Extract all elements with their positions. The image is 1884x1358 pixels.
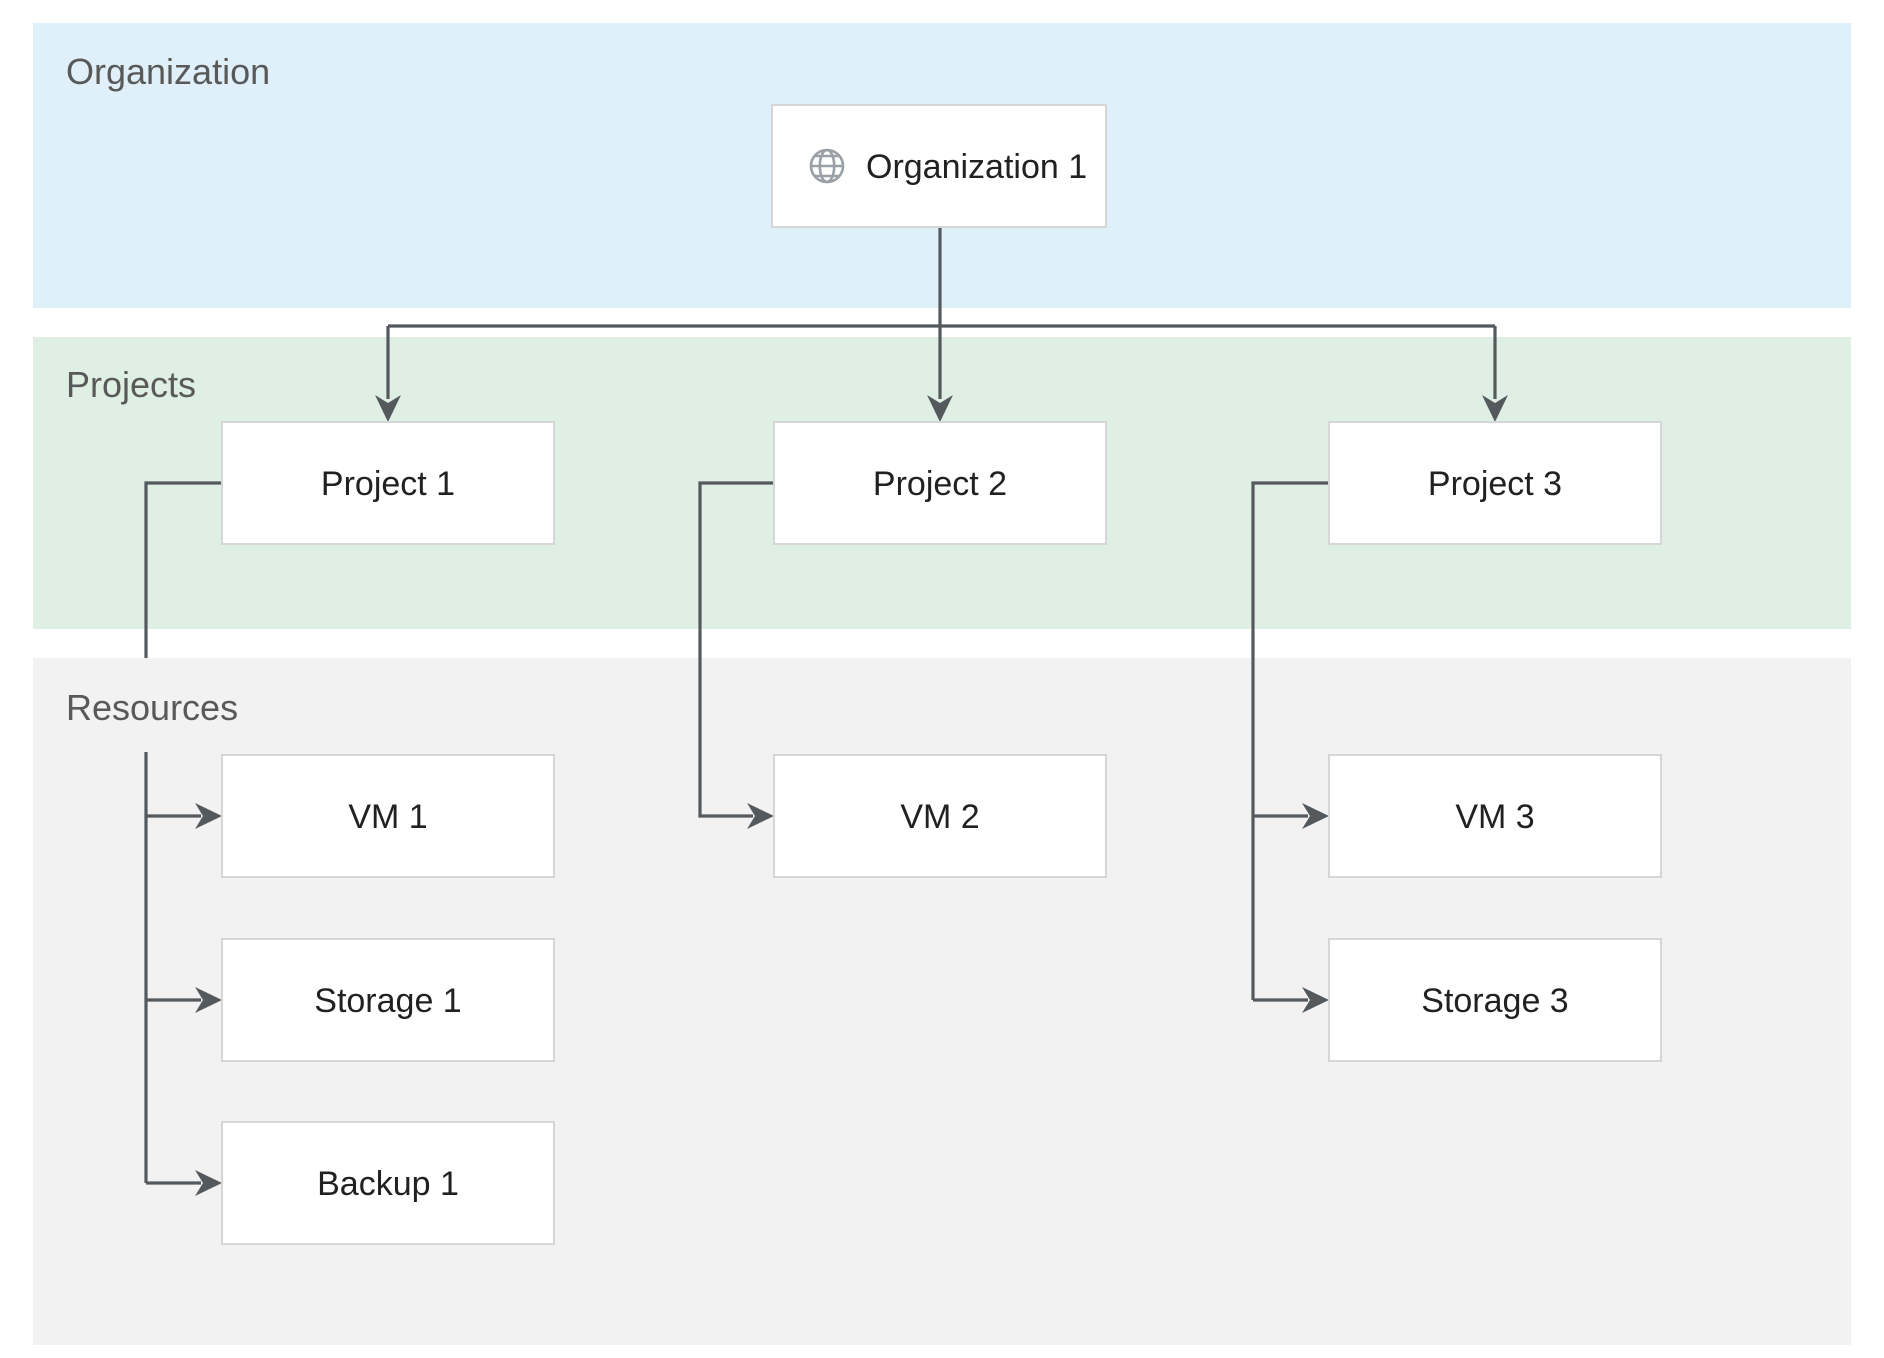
edge-project3-to-resources: [1251, 481, 1329, 1013]
arrowhead-right-icon: [195, 1170, 222, 1196]
edge-line: [698, 481, 774, 818]
node-label: Project 2: [873, 465, 1007, 503]
edge-line: [386, 227, 1497, 399]
node-vm-3: VM 3: [1328, 754, 1662, 878]
arrowhead-down-icon: [927, 395, 953, 422]
arrowhead-right-icon: [1302, 803, 1329, 829]
edge-line: [1251, 481, 1329, 1002]
arrowhead-right-icon: [747, 803, 774, 829]
node-box: [221, 938, 555, 1062]
node-project-2: Project 2: [773, 421, 1107, 545]
projects-band-label: Projects: [66, 364, 196, 405]
organization-band-label: Organization: [66, 51, 270, 92]
node-organization-1: Organization 1: [771, 104, 1107, 228]
node-label: VM 1: [348, 798, 427, 836]
node-box: [221, 421, 555, 545]
arrowhead-down-icon: [375, 395, 401, 422]
arrowhead-right-icon: [1302, 987, 1329, 1013]
arrowhead-right-icon: [195, 987, 222, 1013]
node-box: [1328, 421, 1662, 545]
node-label: VM 3: [1455, 798, 1534, 836]
node-label: Project 1: [321, 465, 455, 503]
edge-project1-to-resources: [144, 481, 222, 1196]
node-project-1: Project 1: [221, 421, 555, 545]
edge-line: [144, 481, 222, 1185]
node-box: [221, 754, 555, 878]
arrowhead-down-icon: [1482, 395, 1508, 422]
node-box: [221, 1121, 555, 1245]
edge-project2-to-resources: [698, 481, 774, 829]
node-box: [1328, 754, 1662, 878]
node-backup-1: Backup 1: [221, 1121, 555, 1245]
arrowhead-right-icon: [195, 803, 222, 829]
node-label: VM 2: [900, 798, 979, 836]
resources-band-label: Resources: [66, 687, 238, 728]
node-vm-2: VM 2: [773, 754, 1107, 878]
node-storage-3: Storage 3: [1328, 938, 1662, 1062]
node-project-3: Project 3: [1328, 421, 1662, 545]
edge-org1-to-projects: [375, 227, 1508, 422]
node-box: [773, 421, 1107, 545]
node-label: Project 3: [1428, 465, 1562, 503]
node-label: Organization 1: [866, 148, 1087, 186]
node-label: Storage 1: [314, 982, 461, 1020]
node-label: Backup 1: [317, 1165, 459, 1203]
node-storage-1: Storage 1: [221, 938, 555, 1062]
node-box: [773, 754, 1107, 878]
node-box: [1328, 938, 1662, 1062]
node-vm-1: VM 1: [221, 754, 555, 878]
globe-icon: [809, 148, 845, 184]
node-label: Storage 3: [1421, 982, 1568, 1020]
